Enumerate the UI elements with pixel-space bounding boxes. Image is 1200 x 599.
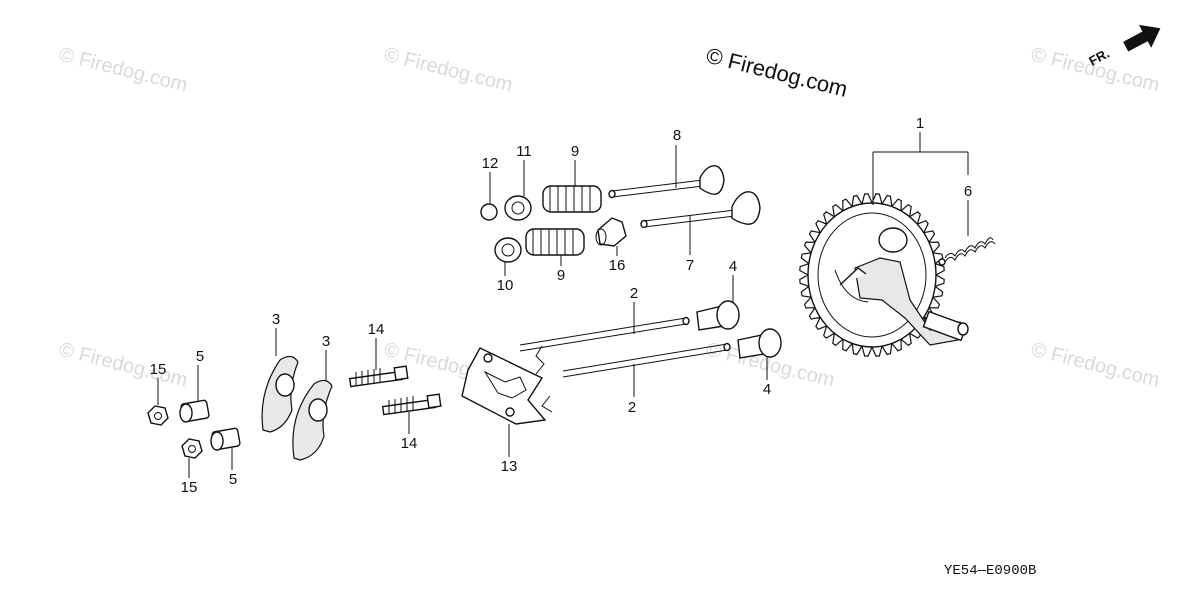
part-number-9-lower: 9 — [557, 267, 565, 284]
arrow-right-icon — [1123, 24, 1161, 52]
part-number-15-upper: 15 — [150, 361, 167, 378]
part-number-2-lower: 2 — [628, 399, 636, 416]
direction-indicator: FR. — [1086, 24, 1161, 69]
rocker-arm-lower — [292, 379, 333, 461]
part-number-15-lower: 15 — [181, 479, 198, 496]
part-number-4-lower: 4 — [763, 381, 771, 398]
part-number-13: 13 — [501, 458, 518, 475]
push-rod-upper — [519, 316, 690, 352]
valve-cap — [480, 203, 498, 221]
part-number-9-upper: 9 — [571, 143, 579, 160]
watermark-group: © Firedog.com © Firedog.com © Firedog.co… — [57, 44, 1162, 392]
part-number-4-upper: 4 — [729, 258, 737, 275]
camshaft-gear — [799, 193, 969, 357]
rocker-nut-lower — [181, 438, 203, 459]
part-number-labels: 1 6 8 7 9 9 11 12 10 16 2 2 4 4 13 14 14… — [150, 115, 973, 496]
part-number-10: 10 — [497, 277, 514, 294]
rocker-stud-lower — [381, 393, 442, 416]
watermark: © Firedog.com — [57, 339, 190, 392]
part-number-3-lower: 3 — [322, 333, 330, 350]
rocker-pivot-lower — [210, 427, 241, 451]
diagram-code: YE54—E0900B — [944, 563, 1036, 579]
part-number-14-lower: 14 — [401, 435, 418, 452]
valve-retainer-lower — [494, 237, 522, 263]
valve-retainer-upper — [504, 195, 532, 221]
part-number-12: 12 — [482, 155, 499, 172]
decompressor-spring — [938, 237, 996, 266]
rocker-arm-upper — [261, 355, 299, 433]
rocker-stud-upper — [348, 365, 409, 388]
part-number-1: 1 — [916, 115, 924, 132]
part-number-5-upper: 5 — [196, 348, 204, 365]
part-number-11: 11 — [516, 143, 532, 160]
watermark: © Firedog.com — [1029, 339, 1162, 392]
valve-spring-upper — [542, 185, 602, 213]
part-number-8: 8 — [673, 127, 681, 144]
part-number-14-upper: 14 — [368, 321, 385, 338]
main-watermark: © Firedog.com — [704, 43, 850, 102]
exhaust-valve — [608, 165, 725, 199]
rocker-pivot-upper — [179, 399, 210, 423]
intake-valve — [640, 191, 761, 229]
push-rod-guide-plate — [461, 347, 547, 425]
part-number-2-upper: 2 — [630, 285, 638, 302]
push-rod-lower — [562, 342, 731, 378]
part-number-6: 6 — [964, 183, 972, 200]
watermark: © Firedog.com — [57, 44, 190, 97]
part-number-16: 16 — [609, 257, 626, 274]
valve-lifter-upper — [696, 300, 740, 331]
part-number-5-lower: 5 — [229, 471, 237, 488]
part-number-3-upper: 3 — [272, 311, 280, 328]
valve-spring-lower — [525, 228, 585, 256]
valve-stem-seal — [595, 217, 627, 247]
part-number-7: 7 — [686, 257, 694, 274]
valve-lifter-lower — [737, 328, 782, 359]
rocker-nut-upper — [147, 405, 169, 426]
leader-lines — [157, 132, 969, 478]
watermark: © Firedog.com — [382, 44, 515, 97]
